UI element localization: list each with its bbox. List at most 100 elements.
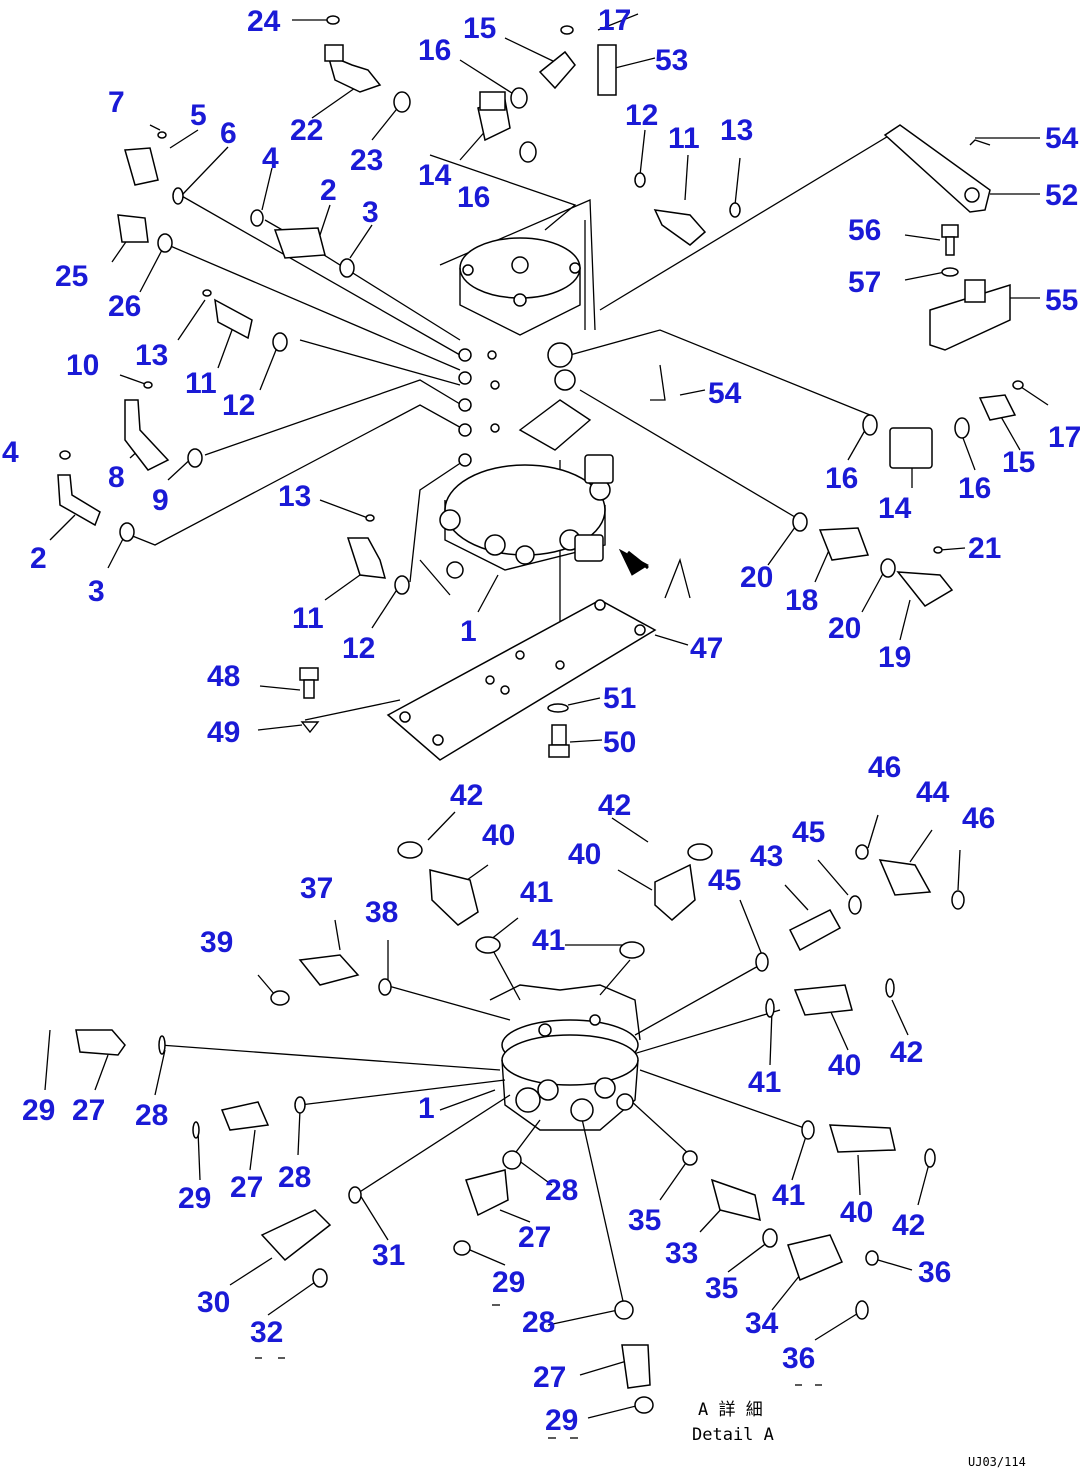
part-callout-label: 55 — [1045, 284, 1078, 317]
part-callout-label: 40 — [840, 1196, 873, 1229]
part-callout-label: 16 — [825, 462, 858, 495]
part-callout-label: 37 — [300, 872, 333, 905]
part-callout-label: 47 — [690, 632, 723, 665]
part-callout-label: 12 — [625, 99, 658, 132]
part-callout-label: 4 — [262, 142, 279, 175]
part-callout-label: 30 — [197, 1286, 230, 1319]
part-callout-label: 33 — [665, 1237, 698, 1270]
part-callout-label: 12 — [222, 389, 255, 422]
part-callout-label: 41 — [520, 876, 553, 909]
part-callout-label: 44 — [916, 776, 950, 809]
part-callout-label: 11 — [668, 122, 700, 155]
part-callout-label: 31 — [372, 1239, 405, 1272]
detail-caption-japanese: A 詳 細 — [698, 1400, 763, 1420]
part-callout-label: 14 — [878, 492, 912, 525]
part-callout-label: 1 — [460, 615, 477, 648]
part-callout-label: 22 — [290, 114, 323, 147]
upper-parts — [57, 15, 1024, 761]
part-callout-label: 50 — [603, 726, 636, 759]
part-callout-label: 42 — [450, 779, 483, 812]
part-callout-label: 26 — [108, 290, 141, 323]
part-callout-label: 27 — [230, 1171, 263, 1204]
part-callout-label: 51 — [603, 682, 636, 715]
part-callout-label: 15 — [463, 12, 496, 45]
part-callout-label: 7 — [108, 86, 125, 119]
part-callout-label: 41 — [532, 924, 565, 957]
part-callout-label: 16 — [457, 181, 490, 214]
part-callout-label: 20 — [740, 561, 773, 594]
part-callout-label: 35 — [628, 1204, 661, 1237]
part-callout-label: 42 — [892, 1209, 925, 1242]
part-callout-label: 14 — [418, 159, 452, 192]
part-callout-label: 20 — [828, 612, 861, 645]
part-callout-label: 52 — [1045, 179, 1078, 212]
part-callout-label: 19 — [878, 641, 911, 674]
part-callout-label: 11 — [185, 367, 217, 400]
part-callout-label: 36 — [782, 1342, 815, 1375]
drawing-code: UJ03/114 — [968, 1455, 1026, 1469]
part-callout-label: 8 — [108, 461, 125, 494]
part-callout-label: 32 — [250, 1316, 283, 1349]
part-callout-label: 41 — [748, 1066, 781, 1099]
part-callout-label: 40 — [828, 1049, 861, 1082]
callout-labels: 24 17 15 16 53 7 5 6 22 23 12 11 13 54 5… — [2, 4, 1081, 1437]
part-callout-label: 49 — [207, 716, 240, 749]
part-callout-label: 13 — [135, 339, 168, 372]
part-callout-label: 24 — [247, 5, 281, 38]
part-callout-label: 6 — [220, 117, 237, 150]
part-callout-label: 45 — [708, 864, 741, 897]
part-callout-label: 17 — [598, 4, 631, 37]
part-callout-label: 48 — [207, 660, 240, 693]
part-callout-label: 9 — [152, 484, 169, 517]
part-callout-label: 28 — [278, 1161, 311, 1194]
part-callout-label: 42 — [890, 1036, 923, 1069]
part-callout-label: 46 — [962, 802, 995, 835]
part-callout-label: 21 — [968, 532, 1001, 565]
part-callout-label: 36 — [918, 1256, 951, 1289]
part-callout-label: 23 — [350, 144, 383, 177]
part-callout-label: 13 — [720, 114, 753, 147]
detail-caption-english: Detail A — [692, 1425, 774, 1445]
part-callout-label: 54 — [1045, 122, 1079, 155]
part-callout-label: 28 — [522, 1306, 555, 1339]
part-callout-label: 5 — [190, 99, 207, 132]
part-callout-label: 1 — [418, 1092, 435, 1125]
part-callout-label: 40 — [482, 819, 515, 852]
part-callout-label: 18 — [785, 584, 818, 617]
part-callout-label: 41 — [772, 1179, 805, 1212]
part-callout-label: 46 — [868, 751, 901, 784]
part-callout-label: 43 — [750, 840, 783, 873]
part-callout-label: 35 — [705, 1272, 738, 1305]
part-callout-label: 27 — [518, 1221, 551, 1254]
part-callout-label: 45 — [792, 816, 825, 849]
part-callout-label: 25 — [55, 260, 88, 293]
underline-dashes — [255, 1304, 822, 1439]
part-callout-label: 27 — [72, 1094, 105, 1127]
part-callout-label: 2 — [320, 174, 337, 207]
part-callout-label: 39 — [200, 926, 233, 959]
part-callout-label: 13 — [278, 480, 311, 513]
part-callout-label: 57 — [848, 266, 881, 299]
part-callout-label: 56 — [848, 214, 881, 247]
part-callout-label: 3 — [362, 196, 379, 229]
part-callout-label: 28 — [545, 1174, 578, 1207]
part-callout-label: 38 — [365, 896, 398, 929]
part-callout-label: 54 — [708, 377, 742, 410]
part-callout-label: 29 — [22, 1094, 55, 1127]
part-callout-label: 40 — [568, 838, 601, 871]
part-callout-label: 42 — [598, 789, 631, 822]
part-callout-label: 4 — [2, 436, 19, 469]
part-callout-label: 12 — [342, 632, 375, 665]
part-callout-label: 11 — [292, 602, 324, 635]
part-callout-label: 29 — [545, 1404, 578, 1437]
part-callout-label: 2 — [30, 542, 47, 575]
part-callout-label: 29 — [492, 1266, 525, 1299]
part-callout-label: 3 — [88, 575, 105, 608]
part-callout-label: 17 — [1048, 421, 1081, 454]
part-callout-label: 29 — [178, 1182, 211, 1215]
part-callout-label: 34 — [745, 1307, 779, 1340]
part-callout-label: 16 — [418, 34, 451, 67]
detail-parts — [75, 841, 965, 1414]
